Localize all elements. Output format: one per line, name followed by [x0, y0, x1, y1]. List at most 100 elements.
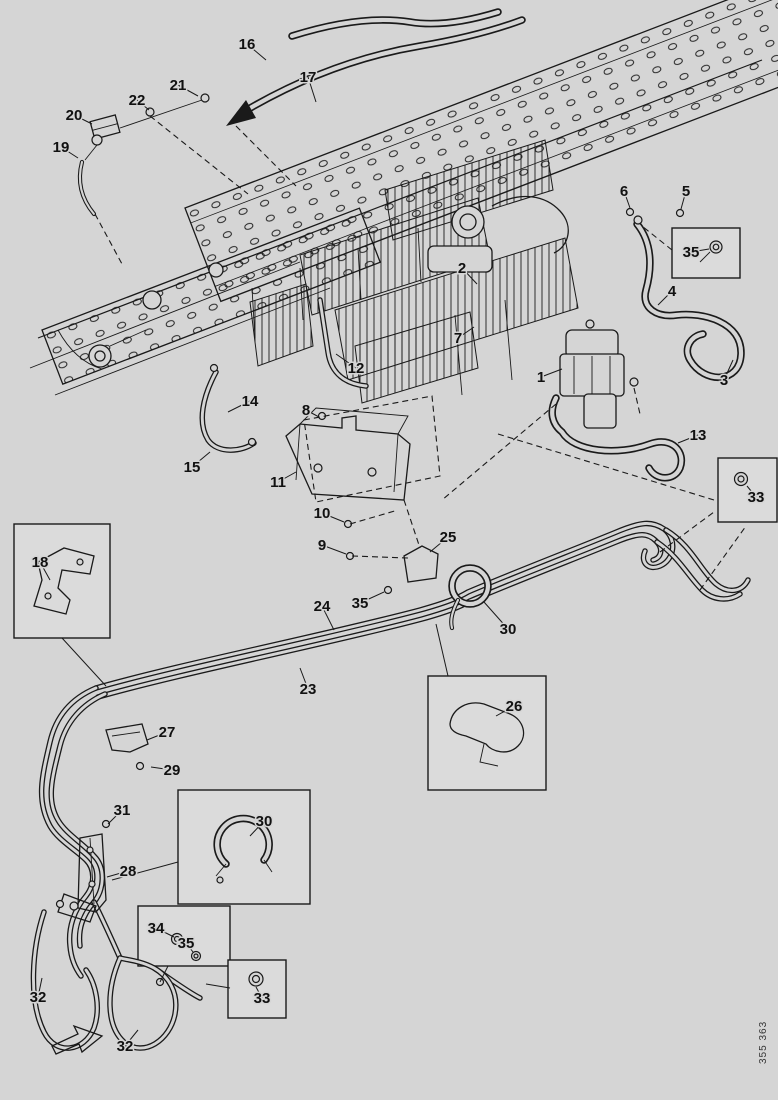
pipe-clip-bolt	[55, 899, 65, 909]
callout-23: 23	[300, 681, 317, 698]
callout-19: 19	[53, 139, 70, 156]
callout-leader-line	[185, 942, 194, 953]
callout-leader-line	[359, 591, 385, 604]
fitting-15	[247, 437, 257, 447]
bracket-27	[105, 723, 149, 771]
callout-leader-line	[277, 471, 297, 483]
fitting-14	[209, 363, 219, 373]
callout-18: 18	[32, 554, 49, 571]
callout-15: 15	[184, 459, 201, 476]
callout-leader-line	[680, 190, 687, 210]
callout-34: 34	[148, 920, 165, 937]
callout-leader-line	[106, 870, 129, 878]
callout-leader-line	[335, 353, 357, 369]
callout-leader-line	[461, 267, 478, 285]
callout-leader-line	[429, 536, 449, 553]
clamp-25	[383, 545, 439, 595]
hose-end-fitting	[633, 215, 643, 225]
callout-leader-line	[623, 190, 631, 209]
frame-structure	[29, 0, 778, 396]
callout-leader-line	[690, 248, 710, 253]
callout-leader-line	[723, 359, 734, 381]
callout-leader-line	[124, 1029, 139, 1047]
callout-leaders	[37, 43, 757, 1047]
callout-1: 1	[537, 369, 545, 386]
callout-7: 7	[454, 330, 462, 347]
callout-25: 25	[440, 529, 457, 546]
callout-leader-line	[249, 820, 265, 837]
callout-leader-line	[73, 114, 93, 125]
callout-leader-line	[307, 76, 317, 103]
callout-leader-line	[136, 99, 150, 111]
callout-leader-line	[191, 451, 211, 468]
inset-detail-box	[13, 523, 111, 639]
callout-leader-line	[155, 927, 175, 938]
direction-arrow	[51, 1024, 104, 1055]
callout-22: 22	[129, 92, 146, 109]
fitting-22	[145, 107, 155, 117]
callout-30: 30	[256, 813, 273, 830]
callout-35: 35	[683, 244, 700, 261]
inset-boxes	[13, 227, 778, 1019]
callout-11: 11	[270, 474, 286, 491]
hoses-and-tubes	[33, 12, 748, 1048]
bolt-5	[675, 208, 685, 218]
callout-6: 6	[620, 183, 628, 200]
fitting-21	[200, 93, 210, 103]
callout-leader-line	[246, 43, 267, 61]
callout-leader-line	[107, 809, 123, 825]
callout-35: 35	[352, 595, 369, 612]
dashed-reference-lines	[94, 115, 747, 591]
bracket-26-icon	[449, 702, 525, 767]
callout-leader-line	[321, 512, 345, 523]
callout-9: 9	[318, 537, 326, 554]
callout-leader-line	[483, 601, 509, 630]
callout-29: 29	[164, 762, 181, 779]
frame-end-detail	[57, 262, 224, 370]
clip-ring-30	[448, 564, 492, 631]
callout-leader-line	[60, 146, 79, 159]
callout-21: 21	[170, 77, 187, 94]
callout-14: 14	[242, 393, 259, 410]
callout-5: 5	[682, 183, 690, 200]
callout-4: 4	[668, 283, 677, 300]
callout-13: 13	[690, 427, 707, 444]
hose-arrow-tip	[226, 100, 256, 126]
bracket-11	[285, 407, 411, 501]
callout-32: 32	[117, 1038, 134, 1055]
box-interior-details	[33, 240, 749, 989]
callout-leader-line	[150, 766, 173, 771]
inset-detail-box	[427, 675, 547, 791]
callout-10: 10	[314, 505, 331, 522]
callout-20: 20	[66, 107, 83, 124]
washer-34-icon	[170, 932, 202, 962]
callout-24: 24	[314, 598, 331, 615]
bolt-35-top-icon	[699, 240, 723, 263]
bracket-18-icon	[33, 547, 95, 615]
inset-detail-box	[137, 905, 231, 967]
callout-8: 8	[302, 402, 310, 419]
hose-17	[226, 20, 522, 126]
callout-33: 33	[748, 489, 765, 506]
callout-3: 3	[720, 372, 728, 389]
callout-17: 17	[300, 69, 317, 86]
box-leader-lines	[61, 623, 449, 989]
callout-35: 35	[178, 935, 195, 952]
callout-leader-line	[37, 977, 43, 998]
callout-leader-line	[305, 409, 320, 418]
callout-30: 30	[500, 621, 517, 638]
callout-leader-line	[321, 605, 335, 631]
callout-leader-line	[540, 368, 563, 378]
bolt-6	[625, 207, 635, 217]
callout-2: 2	[458, 260, 466, 277]
callout-31: 31	[114, 802, 131, 819]
callout-27: 27	[159, 724, 176, 741]
brackets-and-fittings	[55, 93, 685, 987]
callout-leader-line	[146, 731, 168, 741]
callout-leader-line	[177, 84, 199, 97]
callout-leader-line	[321, 544, 347, 555]
callout-leader-line	[255, 986, 263, 999]
nut-33-bottom-icon	[248, 971, 264, 987]
